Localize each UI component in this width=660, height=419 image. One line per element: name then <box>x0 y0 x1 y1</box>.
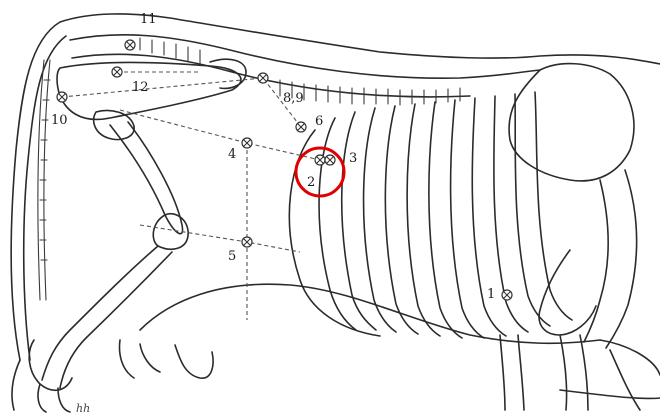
point-label-5: 5 <box>228 249 236 264</box>
point-label-11: 11 <box>140 12 157 27</box>
point-label-3: 3 <box>349 151 357 166</box>
guide-lines <box>62 72 320 320</box>
foreleg <box>500 64 640 410</box>
point-label-4: 4 <box>228 147 236 162</box>
point-marker-2 <box>315 155 325 165</box>
point-label-12: 12 <box>132 80 149 95</box>
point-marker-11 <box>125 40 135 50</box>
point-label-2: 2 <box>307 175 315 190</box>
point-marker-8-9 <box>258 73 268 83</box>
point-label-8-9: 8,9 <box>283 91 304 106</box>
point-marker-5 <box>242 237 252 247</box>
point-label-1: 1 <box>487 287 495 302</box>
point-marker-12 <box>112 67 122 77</box>
signature: hh <box>76 402 90 415</box>
point-label-6: 6 <box>315 114 323 129</box>
rib-cage <box>289 92 572 338</box>
point-marker-1 <box>502 290 512 300</box>
point-marker-6 <box>296 122 306 132</box>
point-marker-4 <box>242 138 252 148</box>
point-label-10: 10 <box>51 113 68 128</box>
point-marker-10 <box>57 92 67 102</box>
pelvis <box>57 59 246 139</box>
point-marker-3 <box>325 155 335 165</box>
hind-leg <box>29 122 188 412</box>
